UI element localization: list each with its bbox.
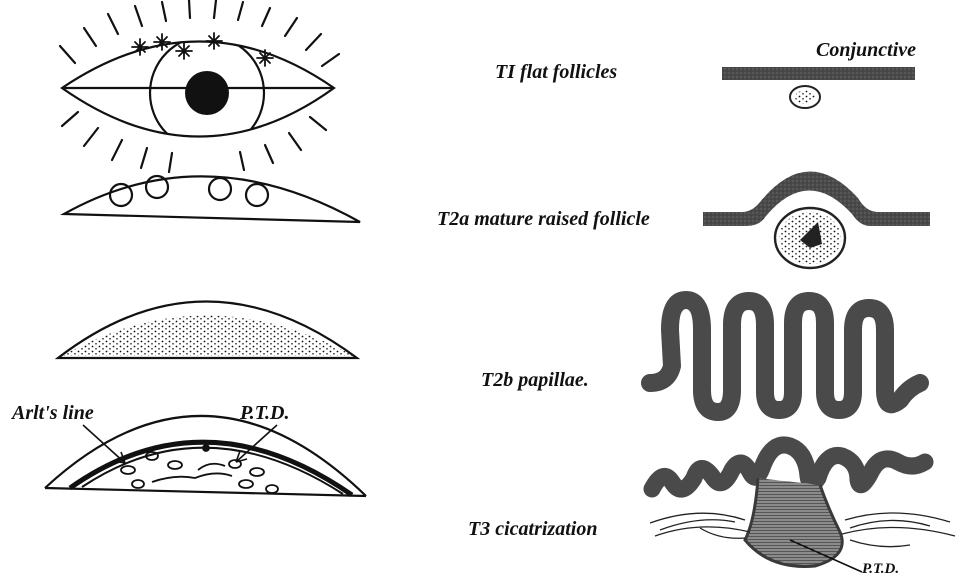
everted-eyelid-drawing bbox=[60, 0, 339, 172]
t3-cicatrization-drawing bbox=[650, 445, 955, 572]
label-arlts-line: Arlt's line bbox=[12, 403, 94, 423]
label-t2a-mature-raised-follicle: T2a mature raised follicle bbox=[437, 209, 650, 229]
tarsal-follicles-drawing bbox=[64, 176, 360, 222]
label-t2b-papillae: T2b papillae. bbox=[481, 370, 589, 390]
label-ptd-left: P.T.D. bbox=[240, 403, 289, 423]
t2a-conjunctiva-drawing bbox=[703, 171, 930, 268]
label-t1-flat-follicles: TI flat follicles bbox=[495, 62, 617, 82]
t2b-papillae-drawing bbox=[650, 300, 920, 412]
tarsal-papillae-drawing bbox=[58, 302, 357, 359]
tarsal-scarring-drawing bbox=[45, 416, 366, 496]
label-conjunctive: Conjunctive bbox=[816, 40, 916, 60]
t1-conjunctiva-drawing bbox=[722, 67, 915, 108]
label-ptd-right: P.T.D. bbox=[862, 562, 899, 577]
label-t3-cicatrization: T3 cicatrization bbox=[468, 519, 597, 539]
